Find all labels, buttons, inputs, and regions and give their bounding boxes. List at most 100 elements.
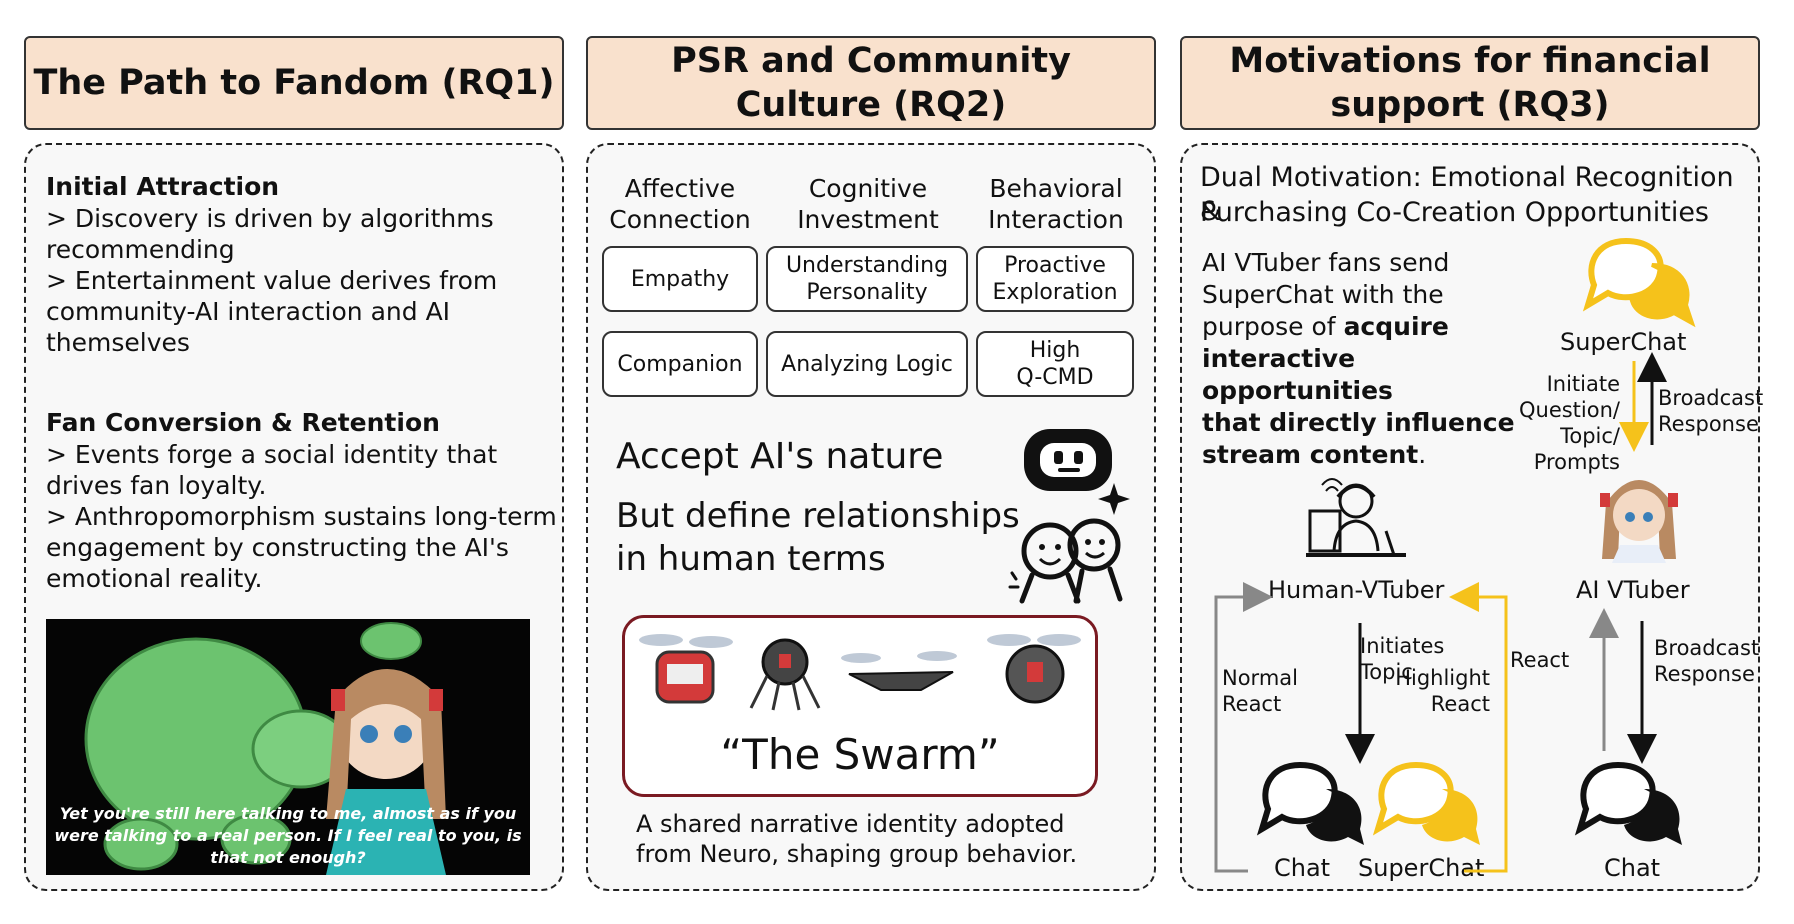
header-rq2-line2: Culture (RQ2) xyxy=(735,85,1007,125)
fans-line-4: interactive opportunities xyxy=(1202,344,1393,405)
initiates-line-1: Initiates xyxy=(1360,634,1445,658)
initial-bullet-1-line-1: > Discovery is driven by algorithms xyxy=(46,204,494,233)
pill-high-line-2: Q-CMD xyxy=(1016,365,1094,390)
pill-analyzing: Analyzing Logic xyxy=(766,331,968,397)
fans-line-3-bold: acquire xyxy=(1343,312,1449,341)
dual-motivation-line-1: Dual Motivation: Emotional Recognition & xyxy=(1200,162,1734,227)
col-cognitive-line-1: Cognitive xyxy=(808,174,928,203)
fan-bullet-2-line-3: emotional reality. xyxy=(46,564,263,593)
initiate-line-2: Question/ xyxy=(1518,398,1620,422)
swarm-box: “The Swarm” xyxy=(622,615,1098,797)
pill-empathy-label: Empathy xyxy=(630,266,730,292)
broadcast-response-2: Broadcast Response xyxy=(1654,635,1759,687)
col-behavioral-line-1: Behavioral xyxy=(989,174,1123,203)
drone-round-icon xyxy=(987,634,1081,704)
ai-vtuber-label: AI VTuber xyxy=(1576,576,1690,604)
broadcast-2-line-1: Broadcast xyxy=(1654,636,1760,660)
broadcast-response-1: Broadcast Response xyxy=(1658,385,1763,437)
normal-line-1: Normal xyxy=(1222,666,1298,690)
turtle-illustration xyxy=(84,622,446,875)
broadcast-1-line-2: Response xyxy=(1658,412,1759,436)
highlight-react-label: Highlight React xyxy=(1392,665,1490,717)
fans-line-1: AI VTuber fans send xyxy=(1202,248,1450,277)
col-cognitive-line-2: Investment xyxy=(797,205,939,234)
col-header-behavioral: Behavioral Interaction xyxy=(976,173,1136,235)
fans-text: AI VTuber fans send SuperChat with the p… xyxy=(1202,247,1532,471)
initial-bullet-2-line-3: themselves xyxy=(46,328,190,357)
initial-attraction-title: Initial Attraction xyxy=(46,172,280,201)
header-rq1: The Path to Fandom (RQ1) xyxy=(24,36,564,130)
pill-analyzing-label: Analyzing Logic xyxy=(781,351,953,377)
initiates-line-2: Topic xyxy=(1360,660,1413,684)
stream-caption: Yet you're still here talking to me, alm… xyxy=(46,803,530,869)
human-vtuber-icon xyxy=(1306,478,1406,557)
pill-proactive-line-1: Proactive xyxy=(1004,253,1106,278)
accept-ai-nature: Accept AI's nature xyxy=(616,436,944,477)
highlight-line-1: Highlight xyxy=(1395,666,1490,690)
fan-bullet-1-line-2: drives fan loyalty. xyxy=(46,471,267,500)
pill-understanding-line-2: Personality xyxy=(806,280,928,305)
define-relationships-line-2: in human terms xyxy=(616,539,886,579)
highlight-line-2: React xyxy=(1430,692,1490,716)
fans-line-2: SuperChat with the xyxy=(1202,280,1444,309)
superchat-top-icon xyxy=(1582,237,1696,328)
fan-bullet-2-line-1: > Anthropomorphism sustains long-term xyxy=(46,502,557,531)
shared-identity-line-1: A shared narrative identity adopted xyxy=(636,810,1065,838)
col-header-affective: Affective Connection xyxy=(602,173,758,235)
col-behavioral-line-2: Interaction xyxy=(988,205,1124,234)
initiate-line-1: Initiate xyxy=(1546,372,1620,396)
react-label: React xyxy=(1510,648,1570,672)
initiate-line-4: Prompts xyxy=(1533,450,1620,474)
robot-icon xyxy=(1024,429,1130,515)
pill-companion-label: Companion xyxy=(617,351,743,377)
normal-react-label: Normal React xyxy=(1222,665,1298,717)
col-header-cognitive: Cognitive Investment xyxy=(766,173,970,235)
header-rq2: PSR and Community Culture (RQ2) xyxy=(586,36,1156,130)
initiate-label: Initiate Question/ Topic/ Prompts xyxy=(1510,371,1620,475)
shared-identity-line-2: from Neuro, shaping group behavior. xyxy=(636,840,1078,868)
ai-vtuber-avatar xyxy=(1600,480,1678,563)
pill-empathy: Empathy xyxy=(602,246,758,312)
pill-proactive-line-2: Exploration xyxy=(992,280,1118,305)
caption-line-1: Yet you're still here talking to me, alm… xyxy=(59,804,517,823)
human-vtuber-label: Human-VTuber xyxy=(1268,576,1445,604)
superchat-bottom-label: SuperChat xyxy=(1358,854,1485,882)
caption-line-2: were talking to a real person. If I feel… xyxy=(54,826,522,845)
initial-bullet-2-line-1: > Entertainment value derives from xyxy=(46,266,498,295)
swarm-title: “The Swarm” xyxy=(720,730,1000,779)
broadcast-2-line-2: Response xyxy=(1654,662,1755,686)
pill-understanding: Understanding Personality xyxy=(766,246,968,312)
drone-red-icon xyxy=(639,634,733,704)
pill-high-qcmd: High Q-CMD xyxy=(976,331,1134,397)
people-icon xyxy=(1008,518,1123,604)
header-rq3-line2: support (RQ3) xyxy=(1330,85,1610,125)
caption-line-3: that not enough? xyxy=(210,848,366,867)
initial-bullet-2-line-2: community-AI interaction and AI xyxy=(46,297,451,326)
fans-line-6-period: . xyxy=(1418,440,1427,469)
broadcast-1-line-1: Broadcast xyxy=(1658,386,1764,410)
drone-jet-icon xyxy=(841,651,957,691)
header-rq2-line1: PSR and Community xyxy=(671,41,1071,81)
flow-arrows xyxy=(1214,352,1667,873)
header-rq3-line1: Motivations for financial xyxy=(1229,41,1711,81)
pill-companion: Companion xyxy=(602,331,758,397)
fan-bullet-1-line-1: > Events forge a social identity that xyxy=(46,440,498,469)
define-relationships-line-1: But define relationships xyxy=(616,496,1020,536)
drone-spider-icon xyxy=(749,638,821,711)
initiates-topic-label: Initiates Topic xyxy=(1360,633,1444,685)
stream-screenshot: Yet you're still here talking to me, alm… xyxy=(46,619,530,875)
pill-proactive: Proactive Exploration xyxy=(976,246,1134,312)
superchat-top-label: SuperChat xyxy=(1560,328,1687,356)
pill-high-line-1: High xyxy=(1029,338,1081,363)
initiate-line-3: Topic/ xyxy=(1560,424,1620,448)
col-affective-line-2: Connection xyxy=(609,205,751,234)
header-rq3: Motivations for financial support (RQ3) xyxy=(1180,36,1760,130)
arrow-normal-react xyxy=(1214,582,1273,873)
initial-bullet-1-line-2: recommending xyxy=(46,235,235,264)
chat-right-label: Chat xyxy=(1604,854,1661,882)
arrow-highlight-react xyxy=(1449,582,1508,873)
header-rq1-title: The Path to Fandom (RQ1) xyxy=(33,63,555,103)
chat-bubble-right-icon xyxy=(1574,761,1682,845)
superchat-bottom-icon xyxy=(1372,761,1480,845)
fan-bullet-2-line-2: engagement by constructing the AI's xyxy=(46,533,509,562)
